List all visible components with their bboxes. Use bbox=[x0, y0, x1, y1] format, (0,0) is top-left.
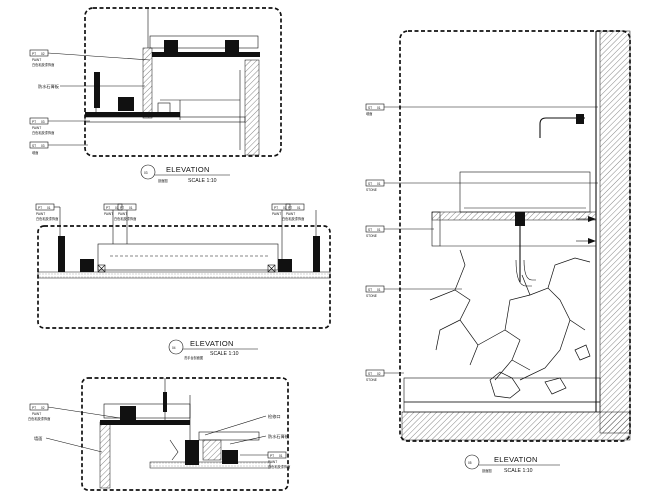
tag-note: 白色乳胶漆饰面 bbox=[32, 62, 54, 67]
tag-t9: PT 01 PAINT 白色乳胶漆饰面 bbox=[282, 203, 317, 236]
tag-code: ST bbox=[368, 372, 372, 376]
section-title: ELEVATION bbox=[190, 339, 234, 348]
tag-code: PT bbox=[38, 206, 42, 210]
tag-note: 白色乳胶漆饰面 bbox=[114, 216, 136, 221]
section-06-title: 05 ELEVATION 剖面图 SCALE 1:10 bbox=[464, 454, 560, 474]
section-scale: SCALE 1:10 bbox=[210, 351, 239, 357]
tag-t3: PT 03 PAINT 白色乳胶漆饰面 bbox=[29, 117, 90, 135]
tag-t1: PT 02 PAINT 白色乳胶漆饰面 bbox=[29, 49, 151, 67]
section-number: 05 bbox=[468, 461, 472, 465]
tag-t10: PT 02 PAINT 白色乳胶漆饰面 bbox=[28, 403, 121, 421]
tag-t2: 防水石膏板 bbox=[38, 83, 145, 90]
tag-code: PT bbox=[288, 206, 292, 210]
tag-note: 白色乳胶漆饰面 bbox=[36, 216, 58, 221]
tag-sub: PAINT bbox=[118, 212, 127, 216]
tag-t5: PT 01 PAINT 白色乳胶漆饰面 bbox=[35, 203, 61, 240]
tag-code: PT bbox=[274, 206, 278, 210]
tag-sub: PAINT bbox=[32, 412, 41, 416]
tag-sub: PAINT bbox=[32, 58, 41, 62]
tag-code: ST bbox=[368, 106, 372, 110]
tag-sub: PAINT bbox=[268, 460, 277, 464]
tag-note: 白色乳胶漆饰面 bbox=[268, 464, 290, 469]
tag-sub: PAINT bbox=[32, 126, 41, 130]
tag-code: ST bbox=[368, 182, 372, 186]
section-scale: SCALE 1:10 bbox=[504, 468, 533, 474]
tag-t11: 墙面 bbox=[34, 435, 103, 453]
section-06-drawing bbox=[399, 30, 631, 442]
tag-sub: STONE bbox=[366, 378, 377, 382]
tag-code: ST bbox=[368, 288, 372, 292]
tag-num: 02 bbox=[41, 52, 45, 56]
tag-code: PT bbox=[106, 206, 110, 210]
tag-sub: PAINT bbox=[272, 212, 281, 216]
section-03-title: 03 ELEVATION 剖面图 SCALE 1:10 bbox=[140, 164, 230, 184]
tag-code: PT bbox=[32, 120, 36, 124]
section-subtitle: 剖面图 bbox=[158, 178, 168, 183]
tag-t8: PT 01 PAINT bbox=[271, 203, 291, 260]
tag-code: PT bbox=[270, 454, 274, 458]
tag-t14: PT 01 PAINT 白色乳胶漆饰面 bbox=[240, 451, 290, 469]
tag-code: ST bbox=[32, 144, 36, 148]
tag-note: 防水石膏板 bbox=[38, 83, 60, 90]
tag-t12: 检修口 bbox=[204, 413, 281, 436]
tag-note: 防水石膏板 bbox=[268, 433, 290, 440]
tag-t7: PT 01 PAINT 白色乳胶漆饰面 bbox=[114, 203, 136, 244]
tag-note: 墙面 bbox=[34, 435, 42, 442]
section-number: 03 bbox=[144, 171, 148, 175]
tag-t19: ST 02 STONE bbox=[365, 369, 404, 382]
tag-num: 03 bbox=[41, 120, 45, 124]
tag-t17: ST 01 STONE bbox=[365, 225, 434, 238]
tag-note: 白色乳胶漆饰面 bbox=[32, 130, 54, 135]
tag-t15: ST 01 墙面 bbox=[365, 103, 598, 116]
tag-t4: ST 03 墙面 bbox=[29, 141, 88, 155]
tag-num: 01 bbox=[283, 206, 287, 210]
tag-sub: PAINT bbox=[286, 212, 295, 216]
tag-t6: PT 01 PAINT bbox=[103, 203, 123, 244]
tag-sub: STONE bbox=[366, 294, 377, 298]
tag-num: 01 bbox=[377, 182, 381, 186]
tag-note: 白色乳胶漆饰面 bbox=[28, 416, 50, 421]
section-title: ELEVATION bbox=[166, 165, 210, 174]
section-03-drawing bbox=[84, 7, 282, 157]
section-04-title: 04 ELEVATION SCALE 1:10 洗手台剖面图 bbox=[168, 339, 258, 360]
section-subtitle: 洗手台剖面图 bbox=[184, 355, 203, 360]
tag-t13: 防水石膏板 bbox=[229, 433, 290, 445]
tag-t16: ST 01 STONE bbox=[365, 179, 598, 192]
tag-note: 墙面 bbox=[32, 150, 38, 155]
tag-code: PT bbox=[32, 406, 36, 410]
section-05-drawing bbox=[81, 377, 289, 491]
tag-sub: STONE bbox=[366, 234, 377, 238]
section-subtitle: 剖面图 bbox=[482, 468, 492, 473]
tag-num: 01 bbox=[297, 206, 301, 210]
tag-t18: ST 01 STONE bbox=[365, 285, 462, 298]
tag-code: PT bbox=[120, 206, 124, 210]
tag-num: 02 bbox=[377, 372, 381, 376]
tag-code: ST bbox=[368, 228, 372, 232]
section-scale: SCALE 1:10 bbox=[188, 178, 217, 184]
tag-code: PT bbox=[32, 52, 36, 56]
section-number: 04 bbox=[172, 346, 176, 350]
tag-sub: PAINT bbox=[36, 212, 45, 216]
tag-num: 01 bbox=[377, 228, 381, 232]
tag-note: 检修口 bbox=[268, 413, 281, 420]
tag-num: 01 bbox=[129, 206, 133, 210]
tag-note: 白色乳胶漆饰面 bbox=[282, 216, 304, 221]
section-04-drawing bbox=[37, 225, 331, 329]
tag-num: 02 bbox=[41, 406, 45, 410]
tag-sub: STONE bbox=[366, 188, 377, 192]
tag-sub: PAINT bbox=[104, 212, 113, 216]
tag-num: 03 bbox=[41, 144, 45, 148]
tag-num: 01 bbox=[115, 206, 119, 210]
section-title: ELEVATION bbox=[494, 455, 538, 464]
tag-num: 01 bbox=[377, 106, 381, 110]
tag-num: 01 bbox=[377, 288, 381, 292]
tag-num: 01 bbox=[279, 454, 283, 458]
tag-num: 01 bbox=[47, 206, 51, 210]
tag-note: 墙面 bbox=[366, 111, 372, 116]
